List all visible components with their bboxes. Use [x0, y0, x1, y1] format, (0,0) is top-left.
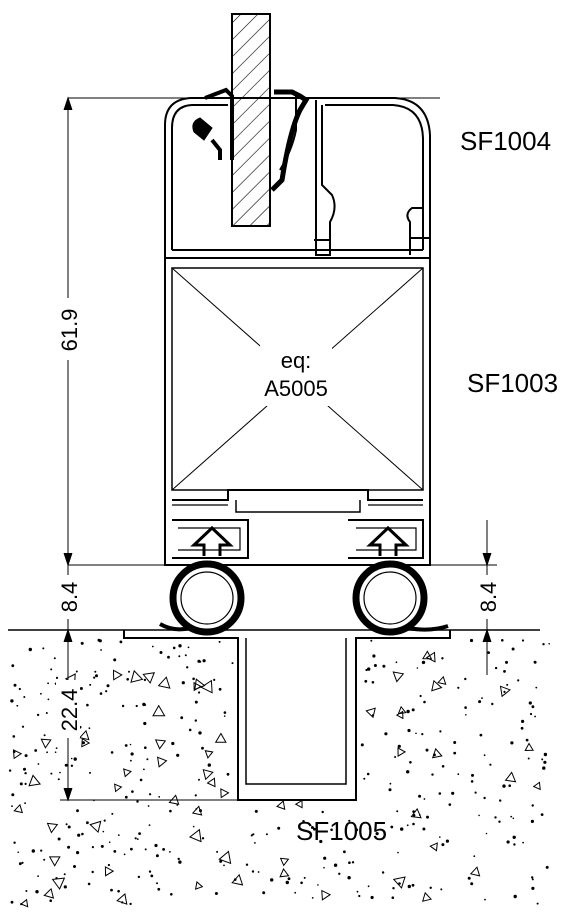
sf1004-profile: [164, 87, 431, 259]
glass-pane: [231, 13, 271, 227]
center-label-material: A5005: [264, 376, 328, 401]
dim-61-9: 61.9: [57, 309, 82, 352]
dim-22-4: 22.4: [57, 689, 82, 732]
concrete-ground: [8, 629, 550, 908]
label-sf1005: SF1005: [296, 816, 387, 846]
dimension-text: 61.9 8.4 8.4 22.4: [56, 298, 501, 738]
dimension-lines: [60, 96, 497, 802]
sf1003-profile: [164, 258, 431, 566]
dim-left-8-4: 8.4: [57, 582, 82, 613]
center-label-eq: eq:: [281, 348, 312, 373]
label-sf1004: SF1004: [460, 126, 551, 156]
dim-right-8-4: 8.4: [476, 582, 501, 613]
bulb-gaskets: [159, 560, 449, 636]
sf1005-channel: [123, 630, 451, 801]
label-sf1003: SF1003: [467, 368, 558, 398]
